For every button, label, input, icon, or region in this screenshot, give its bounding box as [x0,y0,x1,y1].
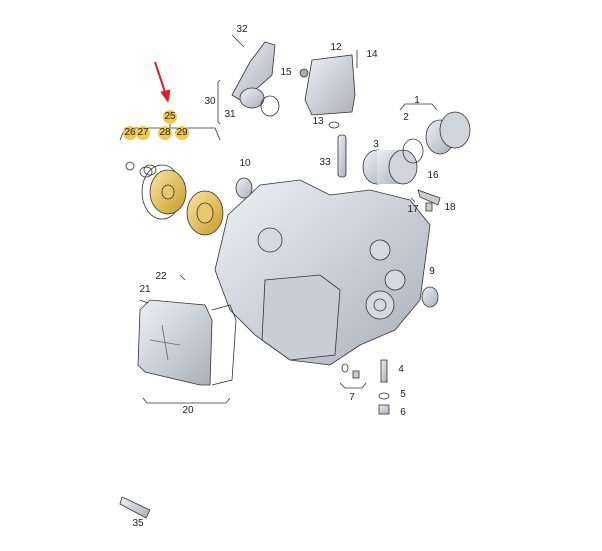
part-label-7: 7 [349,392,355,403]
part-label-4: 4 [398,364,404,375]
sealant-tube-35 [119,496,151,519]
filter-assembly-25 [119,124,224,236]
part-label-25: 25 [163,110,177,124]
gearbox-housing [214,179,431,366]
part-label-16: 16 [427,170,439,181]
oil-pan-20 [137,274,237,404]
seal-10 [235,177,253,199]
part-label-31: 31 [224,109,236,120]
part-label-21: 21 [139,284,151,295]
parts-16-18 [410,189,441,212]
seal-9 [421,286,439,308]
part-label-12: 12 [330,42,342,53]
part-label-17: 17 [407,204,419,215]
oil-filter-1 [362,103,471,185]
part-label-27: 27 [136,126,150,140]
bracket-30 [217,34,280,125]
part-label-35: 35 [132,518,144,529]
part-label-26: 26 [123,126,137,140]
part-label-33: 33 [319,157,331,168]
part-label-13: 13 [312,116,324,127]
part-label-22: 22 [155,271,167,282]
part-label-10: 10 [239,158,251,169]
drain-parts [339,359,390,415]
part-label-14: 14 [366,49,378,60]
part-label-9: 9 [429,266,435,277]
part-label-2: 2 [403,112,409,123]
part-label-15: 15 [280,67,292,78]
part-label-6: 6 [400,407,406,418]
red-arrow-icon [154,61,171,104]
oil-cooler-12 [299,50,358,178]
part-label-29: 29 [175,126,189,140]
part-label-3: 3 [373,139,379,150]
part-label-5: 5 [400,389,406,400]
part-label-28: 28 [158,126,172,140]
part-label-32: 32 [236,24,248,35]
part-label-20: 20 [182,405,194,416]
part-label-30: 30 [204,96,216,107]
part-label-18: 18 [444,202,456,213]
part-label-1: 1 [414,95,420,106]
